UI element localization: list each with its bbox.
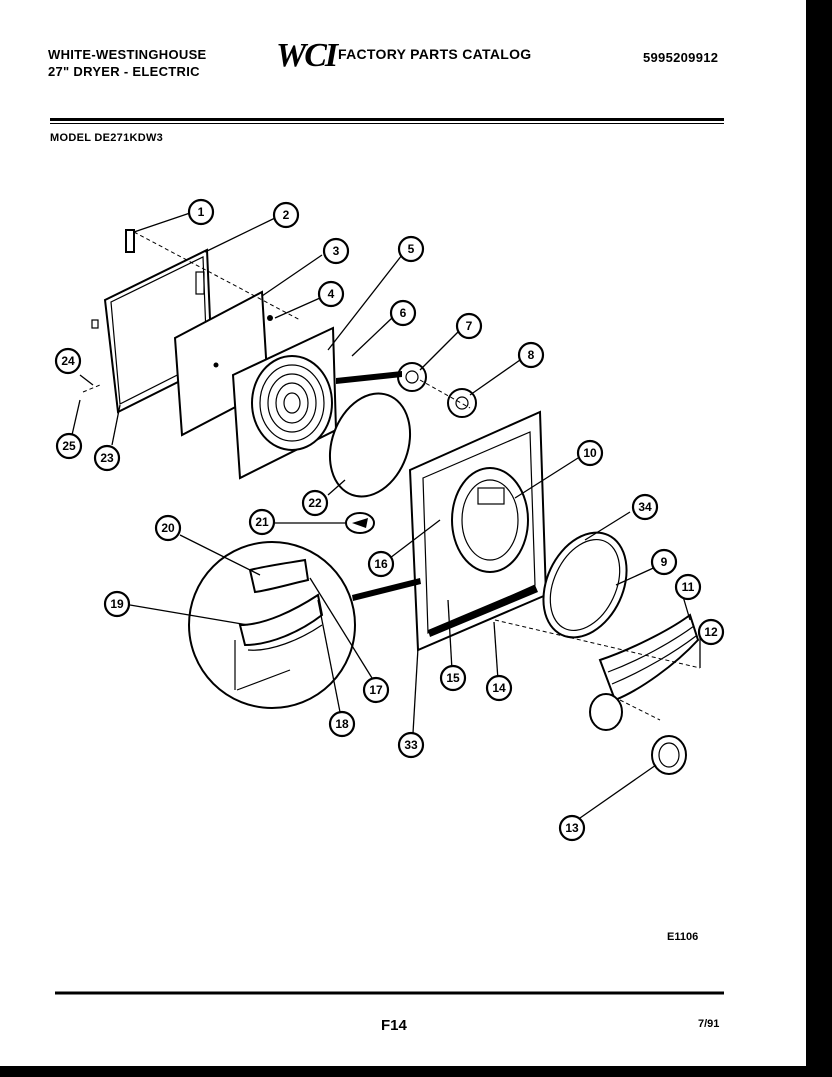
callout-20: 20 bbox=[154, 514, 182, 542]
catalog-page: WHITE-WESTINGHOUSE 27" DRYER - ELECTRIC … bbox=[0, 0, 806, 1066]
callout-14: 14 bbox=[485, 674, 513, 702]
wci-logo: WCI bbox=[276, 37, 338, 74]
callout-16: 16 bbox=[367, 550, 395, 578]
callout-7: 7 bbox=[455, 312, 483, 340]
svg-text:7: 7 bbox=[466, 319, 473, 333]
front-panel-33 bbox=[408, 410, 548, 652]
connector-21 bbox=[345, 512, 375, 534]
callout-11: 11 bbox=[674, 573, 702, 601]
svg-text:9: 9 bbox=[661, 555, 668, 569]
svg-text:11: 11 bbox=[682, 580, 695, 594]
catalog-date: 7/91 bbox=[698, 1018, 719, 1030]
thermostat-7 bbox=[397, 362, 427, 392]
duct-11 bbox=[598, 613, 700, 702]
svg-text:1: 1 bbox=[198, 205, 205, 219]
callout-10: 10 bbox=[576, 439, 604, 467]
callout-21: 21 bbox=[248, 508, 276, 536]
brand-line-1: WHITE-WESTINGHOUSE bbox=[48, 47, 207, 62]
catalog-title: FACTORY PARTS CATALOG bbox=[338, 46, 532, 62]
screw-1 bbox=[125, 229, 135, 253]
callout-22: 22 bbox=[301, 489, 329, 517]
svg-text:33: 33 bbox=[404, 738, 418, 752]
header-rule bbox=[50, 118, 724, 121]
svg-text:18: 18 bbox=[335, 717, 349, 731]
svg-text:3: 3 bbox=[333, 244, 340, 258]
callout-34: 34 bbox=[631, 493, 659, 521]
outlet-ring-13 bbox=[589, 693, 687, 775]
svg-text:21: 21 bbox=[255, 515, 269, 529]
svg-text:20: 20 bbox=[161, 521, 175, 535]
callout-19: 19 bbox=[103, 590, 131, 618]
figure-id: E1106 bbox=[667, 931, 698, 943]
svg-text:34: 34 bbox=[638, 500, 652, 514]
thermostat-8 bbox=[447, 388, 477, 418]
svg-text:5: 5 bbox=[408, 242, 415, 256]
callout-12: 12 bbox=[697, 618, 725, 646]
callout-33: 33 bbox=[397, 731, 425, 759]
brand-line-2: 27" DRYER - ELECTRIC bbox=[48, 64, 200, 79]
callout-15: 15 bbox=[439, 664, 467, 692]
svg-text:10: 10 bbox=[583, 446, 597, 460]
callout-6: 6 bbox=[389, 299, 417, 327]
svg-text:17: 17 bbox=[369, 683, 383, 697]
svg-text:6: 6 bbox=[400, 306, 407, 320]
svg-text:25: 25 bbox=[62, 439, 76, 453]
svg-text:8: 8 bbox=[528, 348, 535, 362]
model-number: MODEL DE271KDW3 bbox=[50, 132, 164, 144]
svg-text:22: 22 bbox=[308, 496, 322, 510]
svg-text:2: 2 bbox=[283, 208, 290, 222]
exploded-view-diagram: 1 2 3 4 5 6 7 8 10 34 9 11 12 13 14 15 1… bbox=[54, 198, 725, 1034]
callout-9: 9 bbox=[650, 548, 678, 576]
callout-13: 13 bbox=[558, 814, 586, 842]
page-number: F14 bbox=[381, 1017, 408, 1034]
svg-text:4: 4 bbox=[328, 287, 335, 301]
svg-text:19: 19 bbox=[110, 597, 124, 611]
callout-3: 3 bbox=[322, 237, 350, 265]
svg-text:12: 12 bbox=[704, 625, 718, 639]
callout-5: 5 bbox=[397, 235, 425, 263]
callout-2: 2 bbox=[272, 201, 300, 229]
callout-23: 23 bbox=[93, 444, 121, 472]
callout-17: 17 bbox=[362, 676, 390, 704]
svg-text:14: 14 bbox=[492, 681, 506, 695]
catalog-number: 5995209912 bbox=[643, 50, 719, 65]
svg-text:16: 16 bbox=[374, 557, 388, 571]
svg-text:15: 15 bbox=[446, 671, 460, 685]
callout-4: 4 bbox=[317, 280, 345, 308]
callout-18: 18 bbox=[328, 710, 356, 738]
svg-text:24: 24 bbox=[61, 354, 75, 368]
svg-text:13: 13 bbox=[565, 821, 579, 835]
callout-25: 25 bbox=[55, 432, 83, 460]
svg-text:23: 23 bbox=[100, 451, 114, 465]
seal-ring-22 bbox=[328, 392, 412, 498]
callout-24: 24 bbox=[54, 347, 82, 375]
heater-assembly-5 bbox=[231, 315, 338, 480]
callout-8: 8 bbox=[517, 341, 545, 369]
seal-ring-34 bbox=[542, 531, 628, 639]
callout-1: 1 bbox=[187, 198, 215, 226]
detail-circle bbox=[188, 541, 421, 709]
header-rule-thin bbox=[50, 123, 724, 124]
